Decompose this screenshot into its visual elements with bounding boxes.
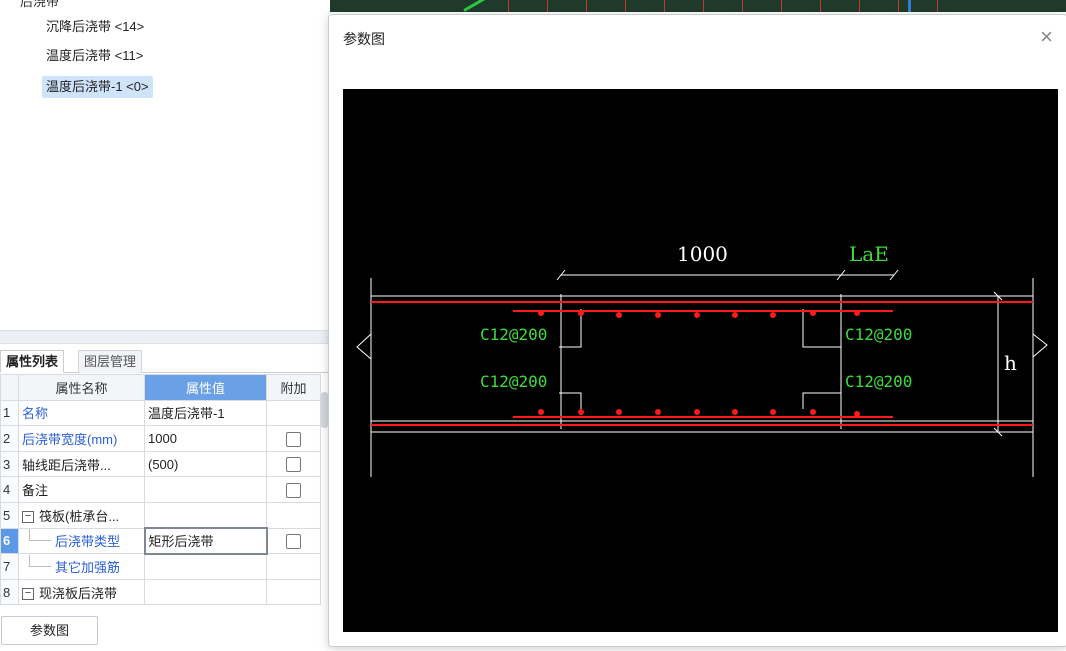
table-row-current[interactable]: 6 后浇带类型 矩形后浇带 (0, 527, 321, 555)
grid-lines (470, 0, 970, 12)
extra-cell (266, 425, 321, 452)
tree-item-settlement-band[interactable]: 沉降后浇带 <14> (46, 19, 145, 34)
row-number: 1 (0, 399, 19, 427)
header-num (0, 374, 19, 401)
sub-property-label: 后浇带类型 (55, 534, 121, 550)
table-header-row: 属性名称 属性值 附加 (0, 374, 321, 401)
table-scrollbar[interactable] (321, 392, 328, 428)
dialog-title: 参数图 (343, 31, 385, 47)
table-row[interactable]: 2 后浇带宽度(mm) 1000 (0, 425, 321, 452)
row-number: 5 (0, 501, 19, 529)
property-value (144, 578, 267, 606)
sub-property-label: 其它加强筋 (55, 559, 121, 575)
table-row[interactable]: 3 轴线距后浇带... (500) (0, 450, 321, 478)
collapse-icon[interactable]: − (22, 588, 34, 601)
row-number: 6 (0, 527, 19, 555)
rebar-lines (371, 301, 1033, 426)
table-row[interactable]: 8 −现浇板后浇带 (0, 578, 321, 606)
row-number: 7 (0, 553, 19, 580)
property-value[interactable] (144, 553, 267, 580)
header-extra: 附加 (266, 374, 321, 401)
canvas-blue-line (908, 0, 911, 12)
row-number: 4 (0, 476, 19, 503)
tab-property-list[interactable]: 属性列表 (0, 350, 65, 373)
extra-checkbox[interactable] (286, 482, 301, 498)
table-row[interactable]: 7 其它加强筋 (0, 553, 321, 580)
rebar-label-bottom-left: C12@200 (480, 372, 547, 391)
panel-splitter[interactable]: › (0, 330, 330, 344)
close-icon[interactable]: × (1040, 24, 1053, 49)
property-name: 轴线距后浇带... (18, 450, 145, 478)
property-table: 属性名称 属性值 附加 1 名称 温度后浇带-1 2 后浇带宽度(mm) 100… (0, 374, 321, 606)
extra-cell (266, 553, 321, 580)
property-name: 其它加强筋 (18, 553, 145, 580)
extra-cell (266, 501, 321, 529)
property-name: 名称 (18, 399, 145, 427)
property-value[interactable] (144, 476, 267, 503)
rebar-label-bottom-right: C12@200 (845, 372, 912, 391)
tree-item-temperature-band-1[interactable]: 温度后浇带-1 <0> (42, 76, 153, 98)
param-diagram-button[interactable]: 参数图 (1, 616, 98, 645)
dimension-height-label: h (1004, 351, 1017, 375)
row-number: 3 (0, 450, 19, 478)
diagram-svg: 1000 LaE C12@200 C12@200 C12@200 C12@200… (356, 242, 1048, 477)
drawing-canvas[interactable] (330, 0, 1066, 12)
row-number: 8 (0, 578, 19, 606)
extra-cell (266, 527, 321, 555)
property-value (144, 501, 267, 529)
table-row[interactable]: 1 名称 温度后浇带-1 (0, 399, 321, 427)
extra-cell (266, 399, 321, 427)
property-value-editor[interactable]: 矩形后浇带 (143, 527, 268, 555)
component-tree: 后浇带 沉降后浇带 <14> 温度后浇带 <11> 温度后浇带-1 <0> (0, 0, 330, 330)
extra-checkbox[interactable] (286, 533, 302, 549)
property-group-name: −筏板(桩承台... (18, 501, 145, 529)
tree-item-temperature-band[interactable]: 温度后浇带 <11> (46, 48, 144, 63)
property-name: 备注 (18, 476, 145, 503)
property-value[interactable]: 1000 (144, 425, 267, 452)
group-label: 筏板(桩承台... (39, 508, 120, 524)
tree-group-label[interactable]: 后浇带 (20, 0, 60, 9)
rebar-label-top-right: C12@200 (845, 325, 912, 344)
row-number: 2 (0, 425, 19, 452)
header-property-value: 属性值 (144, 374, 267, 401)
dimension-lae-label: LaE (849, 242, 889, 266)
group-label: 现浇板后浇带 (39, 585, 118, 601)
extra-checkbox[interactable] (286, 457, 301, 473)
property-group-name: −现浇板后浇带 (18, 578, 145, 606)
param-diagram-dialog: 参数图 × (328, 14, 1066, 647)
dimension-width-label: 1000 (677, 242, 728, 266)
property-value[interactable]: 温度后浇带-1 (144, 399, 267, 427)
property-tabs: 属性列表 图层管理 (0, 347, 330, 373)
rebar-label-top-left: C12@200 (480, 325, 547, 344)
property-name: 后浇带类型 (18, 527, 145, 555)
tree-branch-line (29, 529, 51, 542)
extra-cell (266, 450, 321, 478)
collapse-icon[interactable]: − (22, 511, 34, 524)
table-row[interactable]: 5 −筏板(桩承台... (0, 501, 321, 529)
slab-outline (356, 269, 1048, 477)
extra-cell (266, 578, 321, 606)
rebar-dots (538, 310, 860, 417)
property-name: 后浇带宽度(mm) (18, 425, 145, 452)
parameter-diagram: 1000 LaE C12@200 C12@200 C12@200 C12@200… (343, 89, 1058, 632)
tab-layer-management[interactable]: 图层管理 (78, 350, 143, 373)
property-value[interactable]: (500) (144, 450, 267, 478)
table-row[interactable]: 4 备注 (0, 476, 321, 503)
extra-cell (266, 476, 321, 503)
tree-branch-line (29, 554, 51, 567)
extra-checkbox[interactable] (286, 431, 301, 447)
header-property-name: 属性名称 (18, 374, 145, 401)
